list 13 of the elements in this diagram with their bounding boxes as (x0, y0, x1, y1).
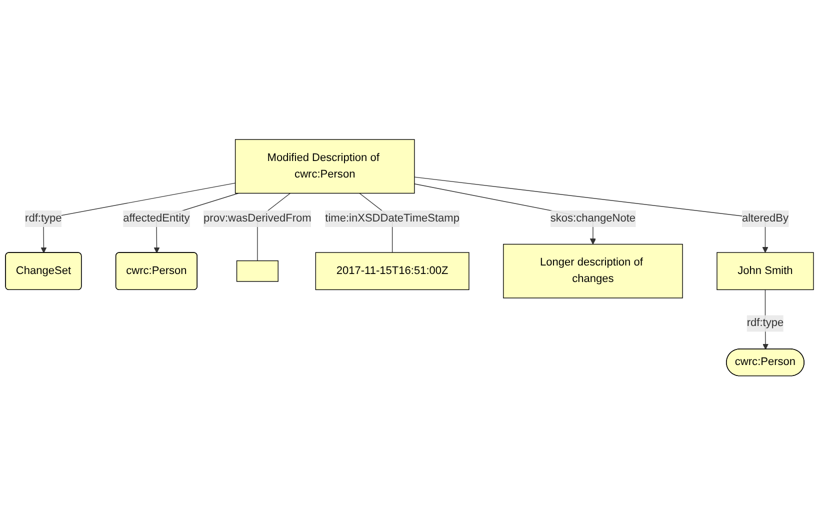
node-box: 2017-11-15T16:51:00Z (315, 252, 470, 290)
node-box: Longer description of changes (503, 244, 683, 298)
edge-label: time:inXSDDateTimeStamp (325, 212, 460, 224)
edge-label: rdf:type (746, 317, 784, 329)
edge-label: affectedEntity (123, 212, 190, 224)
arrow (40, 182, 236, 253)
node-box (236, 260, 278, 282)
edge-label: alteredBy (742, 212, 789, 224)
edge-label: skos:changeNote (550, 212, 636, 224)
node-box: Modified Description of cwrc:Person (234, 139, 415, 194)
edge-label: rdf:type (25, 212, 62, 224)
node-box: John Smith (716, 252, 814, 290)
edge-label: prov:wasDerivedFrom (204, 212, 312, 224)
